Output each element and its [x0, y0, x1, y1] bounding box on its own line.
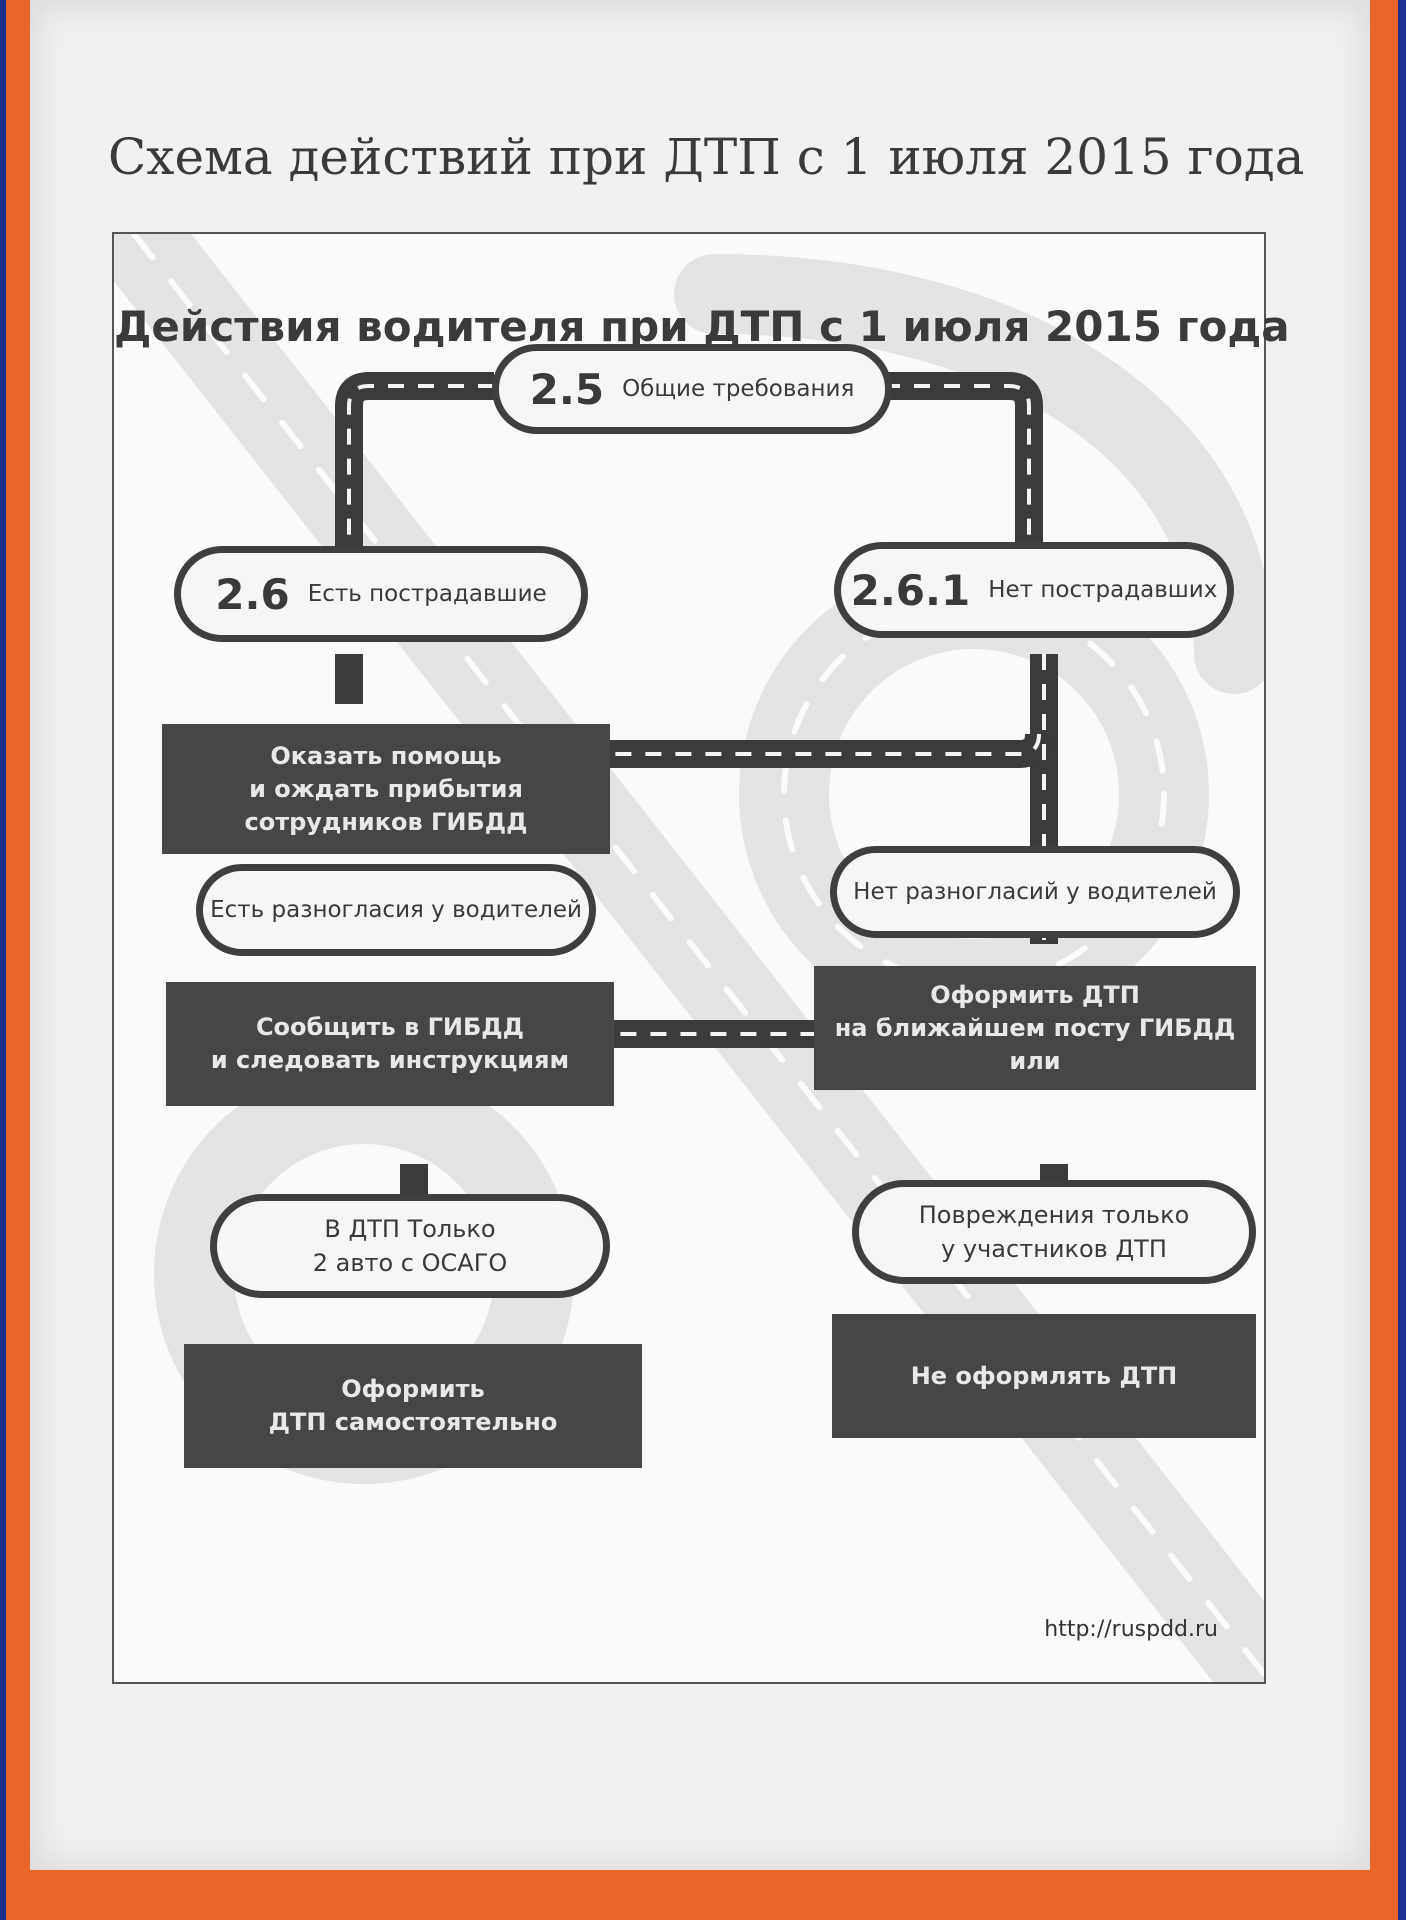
source-url: http://ruspdd.ru: [1044, 1617, 1218, 1642]
node-number: 2.6.1: [850, 565, 971, 615]
page-title: Схема действий при ДТП с 1 июля 2015 год…: [108, 128, 1305, 186]
node-general-requirements: 2.5 Общие требования: [492, 344, 892, 434]
node-two-cars-osago: В ДТП Только 2 авто с ОСАГО: [210, 1194, 610, 1298]
node-damage-only: Повреждения только у участников ДТП: [852, 1180, 1256, 1284]
node-no-disagreement: Нет разногласий у водителей: [830, 846, 1240, 938]
node-label: Есть разногласия у водителей: [210, 897, 582, 923]
node-label: Общие требования: [622, 376, 855, 402]
action-help-and-wait: Оказать помощь и ождать прибытия сотрудн…: [162, 724, 610, 854]
node-label: Нет пострадавших: [988, 577, 1218, 603]
node-label: В ДТП Только 2 авто с ОСАГО: [312, 1215, 508, 1277]
node-disagreement: Есть разногласия у водителей: [196, 864, 596, 956]
node-number: 2.6: [215, 569, 290, 619]
poster-title: Действия водителя при ДТП с 1 июля 2015 …: [114, 302, 1290, 351]
action-report-to-police: Сообщить в ГИБДД и следовать инструкциям: [166, 982, 614, 1106]
node-label: Нет разногласий у водителей: [853, 879, 1217, 905]
paper-sheet: Схема действий при ДТП с 1 июля 2015 год…: [30, 0, 1370, 1870]
node-no-injured: 2.6.1 Нет пострадавших: [834, 542, 1234, 638]
node-label: Повреждения только у участников ДТП: [918, 1201, 1190, 1263]
flowchart-poster: Действия водителя при ДТП с 1 июля 2015 …: [112, 232, 1290, 1684]
node-injured: 2.6 Есть пострадавшие: [174, 546, 588, 642]
action-self-register: Оформить ДТП самостоятельно: [184, 1344, 642, 1468]
action-no-register: Не оформлять ДТП: [832, 1314, 1256, 1438]
action-register-at-post: Оформить ДТП на ближайшем посту ГИБДД ил…: [814, 966, 1256, 1090]
node-label: Есть пострадавшие: [307, 581, 547, 607]
orange-frame: Схема действий при ДТП с 1 июля 2015 год…: [6, 0, 1398, 1920]
node-number: 2.5: [529, 364, 605, 414]
